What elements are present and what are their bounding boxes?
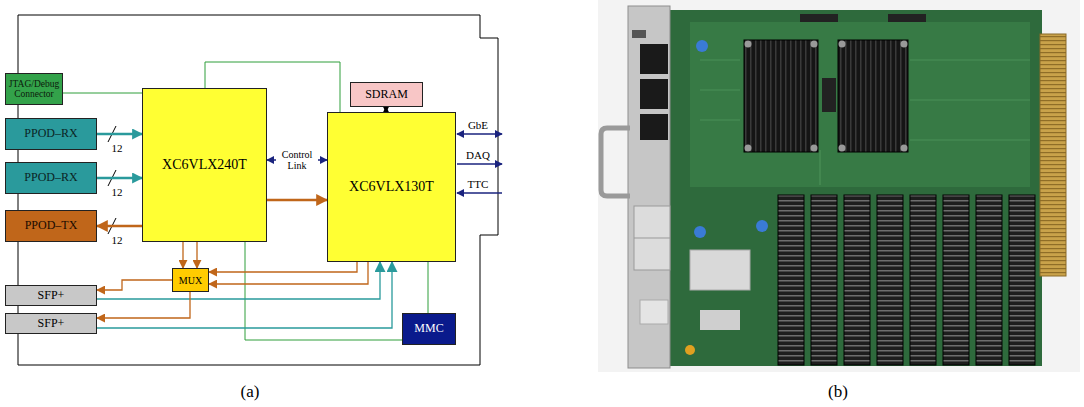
connector [182, 242, 183, 268]
signal-name: GbE [468, 119, 488, 131]
signal-name: TTC [468, 178, 489, 190]
mezzanine-connector [910, 195, 936, 365]
mezzanine-connector [943, 195, 969, 365]
screw [901, 41, 908, 48]
header [800, 14, 838, 22]
optical-receiver: PPOD–RX [5, 162, 97, 194]
mezzanine-connector [976, 195, 1002, 365]
component [690, 250, 750, 290]
bus-width: 12 [112, 142, 123, 154]
mezzanine-connector [1009, 195, 1035, 365]
connector [97, 225, 142, 228]
gbe-link [457, 133, 502, 134]
fpga-chip: XC6VLX240T [142, 88, 267, 242]
connector [97, 280, 172, 290]
node-text: XC6VLX240T [162, 157, 247, 172]
mezzanine-connector [844, 195, 870, 365]
capacitor [694, 226, 706, 238]
handle [601, 128, 630, 196]
connector [209, 262, 357, 272]
node-text: SDRAM [365, 88, 408, 101]
memory-chip [822, 78, 836, 112]
daq-link [457, 163, 502, 164]
connector [267, 199, 327, 202]
mux-box: MUX [172, 268, 209, 292]
optical-port [640, 114, 668, 140]
screw [745, 145, 752, 152]
connector [196, 242, 197, 268]
board-photo [598, 0, 1080, 372]
debug-connector: JTAG/Debug Connector [5, 73, 63, 105]
node-text: JTAG/Debug Connector [8, 79, 60, 100]
led [685, 345, 695, 355]
node-text: MMC [414, 322, 443, 335]
optical-port [640, 79, 668, 109]
gold-edge-connector [1040, 34, 1066, 276]
screw [839, 145, 846, 152]
node-text: MUX [179, 275, 202, 286]
signal-name: DAQ [466, 149, 490, 161]
connector [428, 262, 429, 313]
screw [745, 41, 752, 48]
connector [97, 177, 142, 180]
heatsink [744, 40, 818, 152]
sfp-cage [634, 206, 670, 270]
node-text: SFP+ [38, 317, 65, 330]
bus-width: 12 [112, 234, 123, 246]
connector [63, 93, 142, 94]
mezzanine-connector [811, 195, 837, 365]
mezzanine-connector [877, 195, 903, 365]
capacitor [756, 220, 768, 232]
optical-receiver: PPOD–RX [5, 118, 97, 150]
node-text: PPOD–TX [25, 219, 78, 232]
panel-tag: (a) [241, 383, 260, 402]
screw [901, 145, 908, 152]
pcb [668, 10, 1042, 366]
connector [97, 262, 392, 328]
bus-width: 12 [112, 186, 123, 198]
screw [839, 41, 846, 48]
capacitor [696, 40, 708, 52]
screw [811, 145, 818, 152]
fpga-chip: XC6VLX130T [327, 112, 456, 262]
panel-tag: (b) [828, 383, 848, 402]
sfp-port: SFP+ [5, 313, 97, 334]
node-text: PPOD–RX [24, 127, 77, 140]
screw [811, 41, 818, 48]
rj-port [640, 300, 668, 324]
pcb-area [690, 22, 1030, 187]
mmc-box: MMC [402, 313, 456, 345]
connector [209, 262, 368, 284]
connector [97, 133, 142, 136]
sfp-port: SFP+ [5, 285, 97, 306]
faceplate [628, 6, 670, 368]
node-text: XC6VLX130T [349, 179, 434, 194]
component [700, 310, 740, 330]
header [888, 14, 926, 22]
optical-port [640, 44, 668, 74]
heatsink [838, 40, 908, 152]
faceplate-tab [632, 30, 646, 38]
photo-ground [598, 0, 1080, 372]
optical-transmitter: PPOD–TX [5, 210, 97, 242]
sfp-divider [634, 238, 670, 239]
node-text: SFP+ [38, 289, 65, 302]
connector [97, 262, 380, 299]
ttc-link [457, 192, 502, 193]
mezzanine-connector [778, 195, 804, 365]
node-text: PPOD–RX [24, 171, 77, 184]
connector [97, 292, 190, 318]
memory-box: SDRAM [350, 82, 423, 107]
edge-label: Control Link [276, 150, 318, 171]
